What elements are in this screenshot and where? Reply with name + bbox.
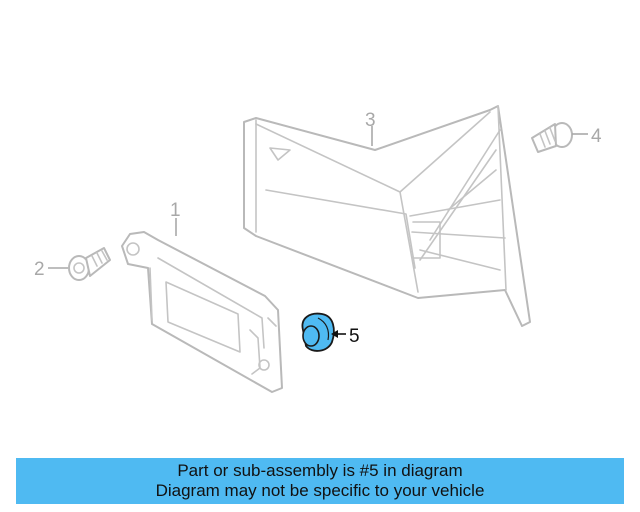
callout-1: 1 xyxy=(170,200,181,221)
part-3-bracket[interactable] xyxy=(243,105,531,327)
banner-line-1: Part or sub-assembly is #5 in diagram xyxy=(177,461,463,480)
banner-line-2: Diagram may not be specific to your vehi… xyxy=(155,481,485,500)
part-2-screw[interactable] xyxy=(68,247,111,281)
parts-diagram: 1 2 3 4 5 xyxy=(34,105,602,393)
callout-3: 3 xyxy=(365,110,376,131)
part-1-module[interactable] xyxy=(121,231,283,393)
info-banner: Part or sub-assembly is #5 in diagram Di… xyxy=(16,458,624,504)
callout-2: 2 xyxy=(34,259,45,280)
leader-5-arrowhead xyxy=(331,330,338,338)
part-4-screw[interactable] xyxy=(531,122,573,153)
callout-4: 4 xyxy=(591,126,602,147)
callout-5: 5 xyxy=(349,326,360,347)
part-5-nut[interactable] xyxy=(301,312,335,352)
